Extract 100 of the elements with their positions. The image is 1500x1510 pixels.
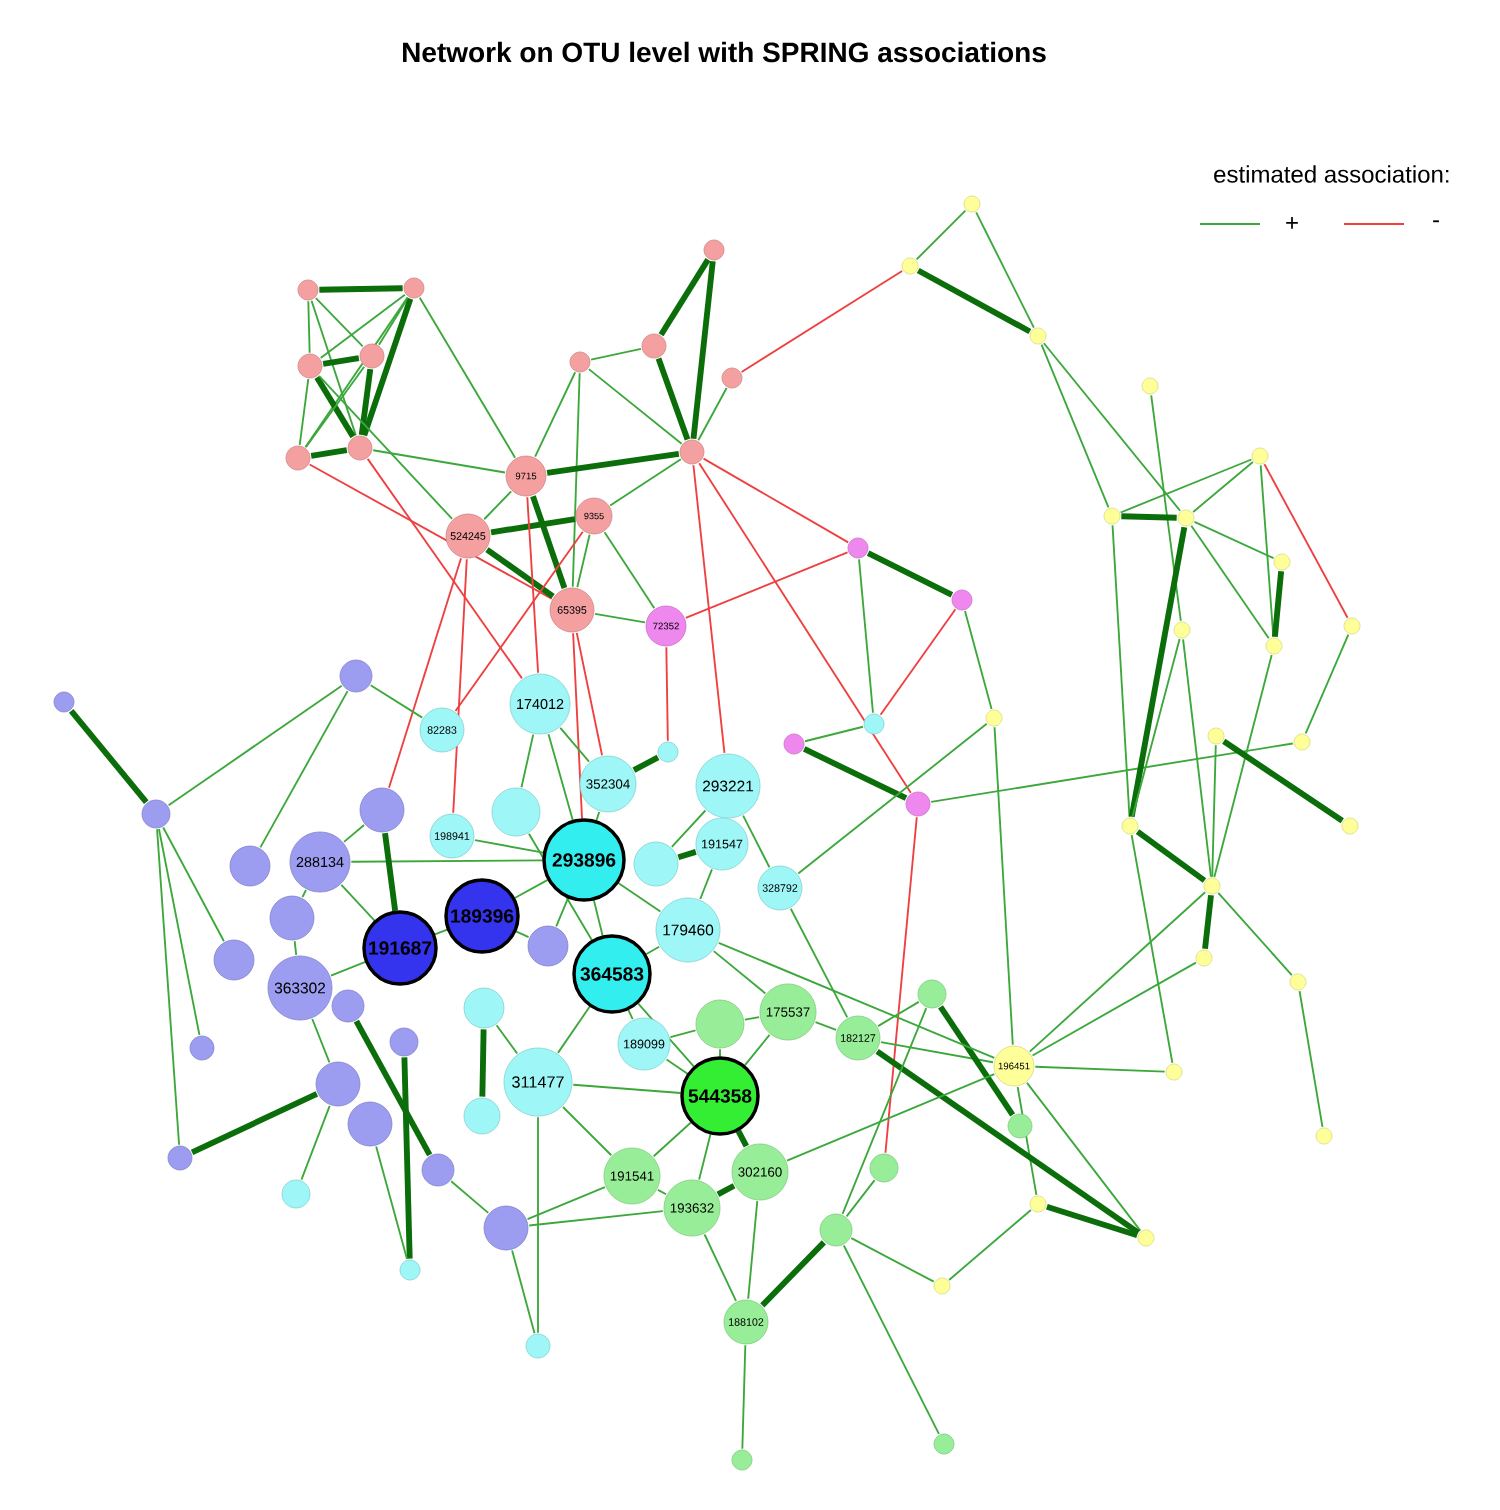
edge-line: [1213, 654, 1273, 878]
edge-line: [692, 464, 726, 754]
network-node: [1265, 637, 1283, 655]
network-node: [1195, 949, 1213, 967]
network-node: [1341, 817, 1359, 835]
edge-line: [546, 451, 680, 476]
edge-line: [1034, 1065, 1166, 1073]
edge-line: [293, 940, 298, 956]
edge-line: [353, 1019, 433, 1157]
edge-line: [842, 1244, 940, 1435]
edge-line: [304, 365, 366, 449]
network-node: [863, 713, 885, 735]
edge-line: [68, 708, 149, 804]
edge-line: [322, 355, 360, 367]
edge-line: [938, 1005, 1016, 1117]
edge-line: [308, 463, 553, 600]
edge-line: [741, 1344, 747, 1450]
edge-line: [483, 490, 513, 521]
edge-line: [684, 551, 849, 619]
edge-line: [1192, 461, 1254, 513]
edge-line: [366, 457, 523, 680]
edge-line: [845, 1179, 876, 1218]
legend-label: +: [1286, 217, 1298, 229]
edge-line: [1040, 343, 1110, 509]
edge-line: [786, 1073, 996, 1162]
edge-line: [1119, 458, 1253, 514]
network-node: [1293, 733, 1311, 751]
network-node: [869, 1153, 899, 1183]
network-node: [1173, 621, 1191, 639]
edge-line: [576, 533, 591, 589]
edge-line: [656, 1188, 668, 1196]
network-node: [359, 787, 405, 833]
edge-line: [1202, 894, 1214, 950]
edge-line: [530, 495, 568, 589]
edge-line: [645, 945, 661, 956]
chart-title: Network on OTU level with SPRING associations: [403, 41, 1046, 63]
edge-line: [930, 742, 1294, 803]
edge-line: [1271, 571, 1285, 637]
edge-line: [562, 1106, 613, 1157]
edge-line: [964, 610, 993, 710]
edge-line: [677, 849, 697, 861]
edge-line: [850, 1237, 935, 1283]
edge-line: [665, 1058, 689, 1075]
edge-line: [594, 612, 646, 624]
network-node: [905, 791, 931, 817]
edge-line: [747, 1200, 759, 1300]
network-node: 189396: [444, 878, 520, 954]
network-node: [1141, 377, 1159, 395]
network-node: [285, 445, 311, 471]
network-node: [527, 925, 569, 967]
network-node: [167, 1145, 193, 1171]
edge-line: [587, 368, 683, 445]
edge-line: [735, 1129, 749, 1148]
edge-line: [617, 882, 662, 913]
network-node: [819, 1213, 853, 1247]
edge-line: [719, 1048, 721, 1058]
network-node: [933, 1277, 951, 1295]
edge-line: [1046, 1204, 1138, 1238]
edge-line: [975, 211, 1035, 329]
edge-line: [595, 811, 601, 822]
network-node: [141, 799, 171, 829]
edge-line: [526, 1186, 606, 1221]
network-node: [1203, 877, 1221, 895]
network-node: [189, 1035, 215, 1061]
network-node: [1207, 727, 1225, 745]
network-node: [331, 989, 365, 1023]
edge-line: [948, 1209, 1032, 1281]
network-node: [53, 691, 75, 713]
edge-line: [547, 733, 574, 822]
edge-line: [698, 462, 912, 794]
edge-line: [609, 458, 682, 507]
edge-line: [319, 285, 403, 293]
edge-line: [592, 899, 604, 937]
edge-line: [652, 1121, 692, 1158]
edge-line: [742, 814, 771, 869]
network-node: [483, 1205, 529, 1251]
edge-line: [361, 297, 414, 437]
edge-line: [858, 558, 874, 714]
edge-line: [804, 725, 864, 743]
legend-label: -: [1433, 220, 1439, 223]
edge-line: [1298, 990, 1324, 1128]
network-node: [633, 841, 679, 887]
edge-line: [1222, 738, 1344, 824]
edge-line: [698, 1133, 712, 1181]
network-node: [1029, 1195, 1047, 1213]
edge-line: [314, 297, 364, 348]
network-node: [963, 195, 981, 213]
network-node: [679, 439, 705, 465]
edge-line: [1190, 524, 1270, 640]
edge-line: [378, 296, 409, 346]
network-node: [641, 333, 667, 359]
edge-line: [880, 1041, 994, 1064]
network-node: [297, 279, 319, 301]
edge-line: [495, 1024, 519, 1055]
edge-line: [1031, 961, 1197, 1057]
edge-line: [1042, 342, 1182, 512]
network-node: [1137, 1229, 1155, 1247]
network-node: [783, 733, 805, 755]
edge-line: [603, 531, 656, 610]
network-node: 311477: [503, 1047, 573, 1117]
